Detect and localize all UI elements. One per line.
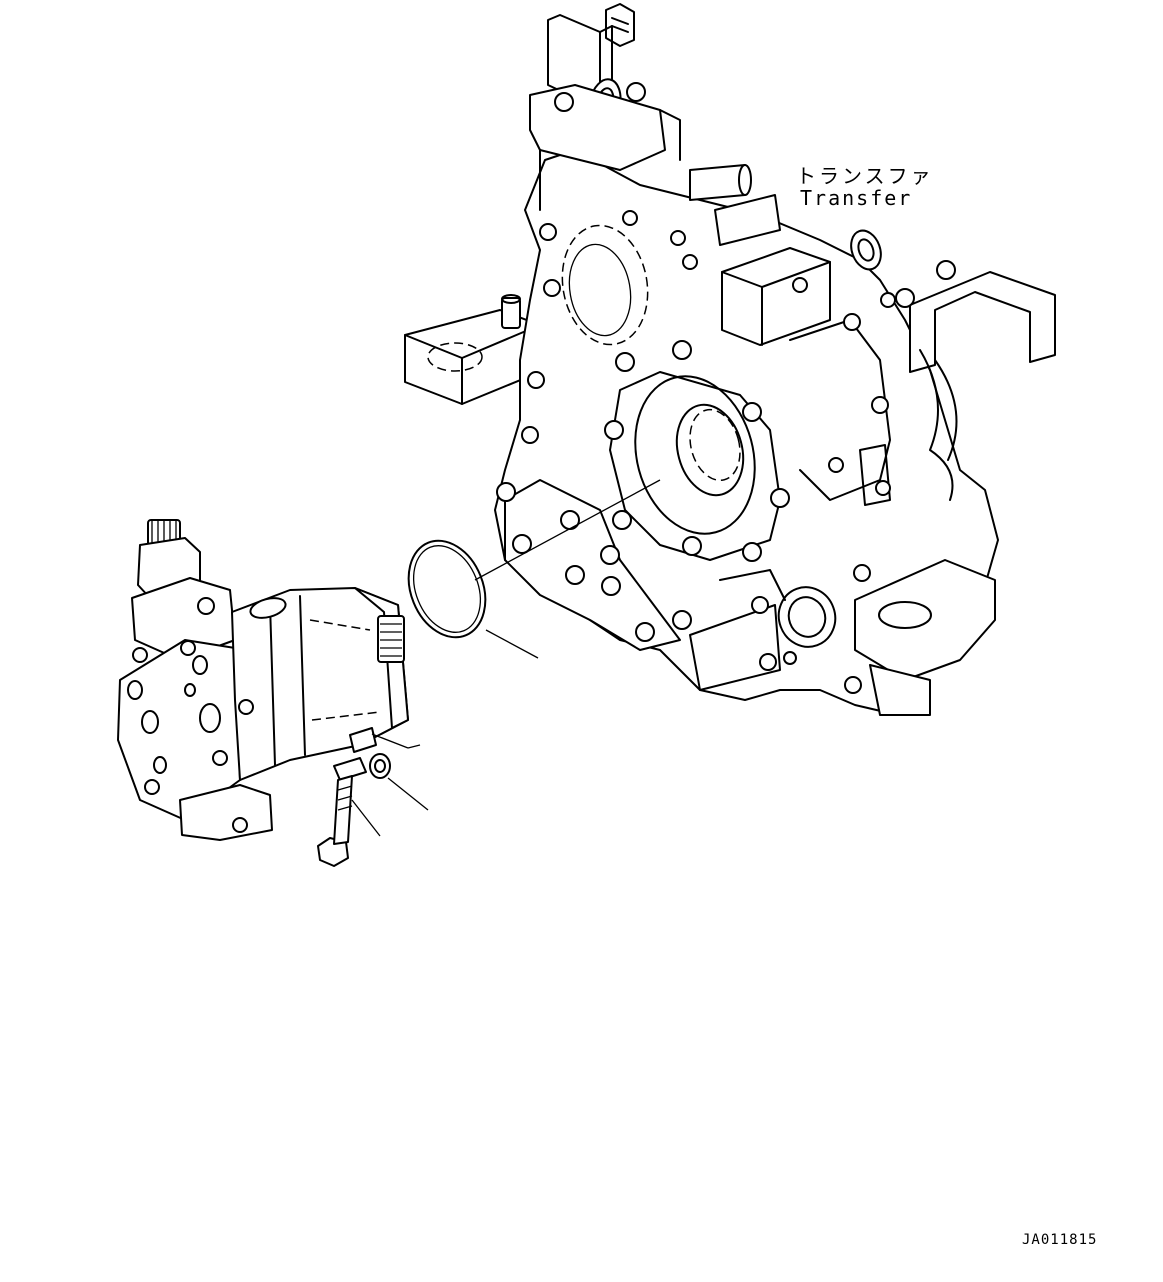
- transfer-case: [404, 3, 1056, 716]
- transfer-label-jp: トランスファ: [796, 164, 934, 188]
- leader-lines: [351, 479, 661, 837]
- bolt: [317, 757, 367, 867]
- transfer-bolts: [496, 210, 896, 694]
- drawing-id: JA011815: [1022, 1232, 1098, 1248]
- hydraulic-motor: [117, 519, 409, 841]
- transfer-label-en: Transfer: [800, 186, 913, 210]
- washer: [369, 753, 391, 779]
- o-ring: [407, 539, 487, 639]
